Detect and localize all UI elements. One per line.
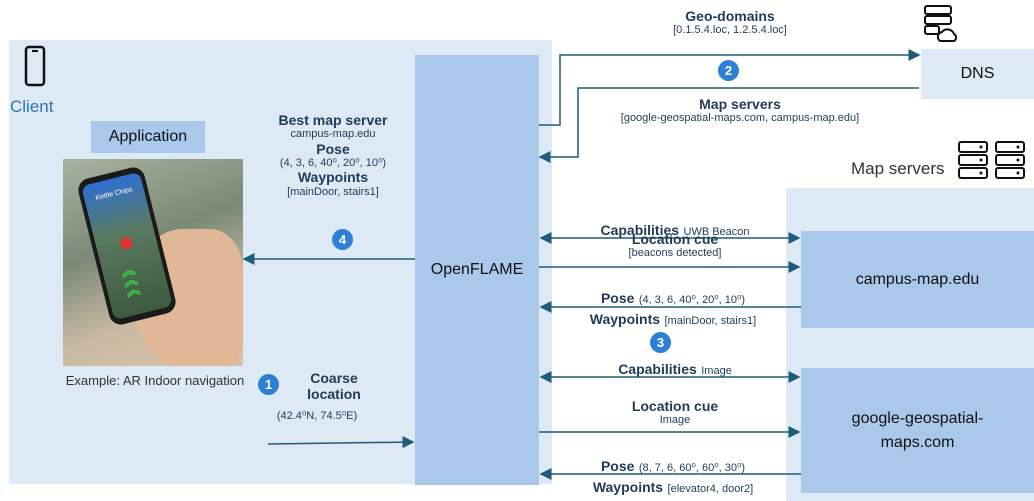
geo-domains-label: Geo-domains [0.1.5.4.loc, 1.2.5.4.loc] [610, 8, 850, 37]
arrow-map-servers-reply [538, 87, 919, 163]
coarse-title: Coarse location [307, 370, 361, 403]
dns-box: DNS [921, 49, 1034, 99]
server-stack-icon [958, 141, 1025, 179]
step-4-badge: 4 [332, 229, 353, 250]
coarse-value: (42.4⁰N, 74.5⁰E) [276, 410, 358, 422]
google-wp-title: Waypoints [592, 479, 664, 495]
best-waypoints: [mainDoor, stairs1] [287, 185, 379, 198]
phone-icon [24, 45, 46, 87]
best-pose: (4, 3, 6, 40⁰, 20⁰, 10⁰) [279, 156, 387, 169]
google-cue-title: Location cue [631, 398, 719, 414]
campus-waypoints-label: Waypoints [mainDoor, stairs1] [548, 311, 798, 329]
campus-cap-value: UWB Beacon [683, 226, 750, 238]
google-cue-value: Image [659, 414, 691, 427]
google-cap-value: Image [701, 365, 732, 377]
ar-navigation-photo: Kettle Chips ︽︽︽ [63, 159, 243, 366]
campus-wp-title: Waypoints [589, 311, 661, 327]
step-3-badge: 3 [650, 332, 671, 353]
campus-cap-title: Capabilities [600, 222, 680, 238]
google-location-cue-label: Location cue Image [555, 398, 795, 427]
google-capabilities-label: Capabilities Image [555, 361, 795, 379]
application-box: Application [91, 121, 205, 153]
best-map-server-label: Best map server campus-map.edu Pose (4, … [258, 112, 408, 198]
coarse-value-wrap: (42.4⁰N, 74.5⁰E) [252, 410, 382, 423]
campus-wp-value: [mainDoor, stairs1] [664, 315, 757, 327]
google-server-label: google-geospatial-maps.com [851, 409, 984, 451]
campus-pose-label: Pose (4, 3, 6, 40⁰, 20⁰, 10⁰) [548, 290, 798, 308]
arrow-geo-domains [539, 49, 921, 126]
geo-domains-title: Geo-domains [685, 8, 775, 24]
campus-pose-value: (4, 3, 6, 40⁰, 20⁰, 10⁰) [638, 294, 746, 306]
geo-domains-value: [0.1.5.4.loc, 1.2.5.4.loc] [673, 24, 787, 37]
campus-location-cue-label: Location cue [beacons detected] [555, 231, 795, 260]
campus-cue-title: Location cue [631, 231, 719, 247]
campus-pose-title: Pose [600, 290, 635, 306]
map-servers-label: Map servers [851, 159, 945, 178]
map-servers-reply-value: [google-geospatial-maps.com, campus-map.… [620, 112, 860, 125]
google-pose-label: Pose (8, 7, 6, 60⁰, 60⁰, 30⁰) [548, 458, 798, 476]
best-title: Best map server [278, 112, 388, 128]
server-cloud-icon [924, 5, 958, 42]
best-waypoints-title: Waypoints [297, 169, 369, 186]
arrow-coarse-location [267, 436, 415, 449]
google-cap-title: Capabilities [618, 361, 697, 377]
map-servers-reply-title: Map servers [699, 96, 781, 112]
client-label: Client [10, 97, 54, 116]
map-servers-reply-label: Map servers [google-geospatial-maps.com,… [580, 96, 900, 125]
best-pose-title: Pose [316, 140, 350, 157]
step-1-badge: 1 [258, 374, 279, 395]
best-server: campus-map.edu [290, 128, 376, 141]
example-caption: Example: AR Indoor navigation [65, 373, 245, 388]
google-pose-title: Pose [600, 458, 635, 474]
google-pose-value: (8, 7, 6, 60⁰, 60⁰, 30⁰) [638, 462, 746, 474]
google-wp-value: [elevator4, door2] [667, 483, 754, 495]
campus-map-server-box: campus-map.edu [801, 231, 1034, 328]
openflame-box: OpenFLAME [415, 55, 539, 485]
coarse-location-label: Coarse location [288, 370, 380, 402]
google-map-server-box: google-geospatial-maps.com [801, 368, 1034, 493]
campus-cue-value: [beacons detected] [628, 247, 722, 260]
google-waypoints-label: Waypoints [elevator4, door2] [548, 479, 798, 497]
campus-capabilities-label: Capabilities UWB Beacon [555, 222, 795, 240]
step-2-badge: 2 [718, 60, 739, 81]
